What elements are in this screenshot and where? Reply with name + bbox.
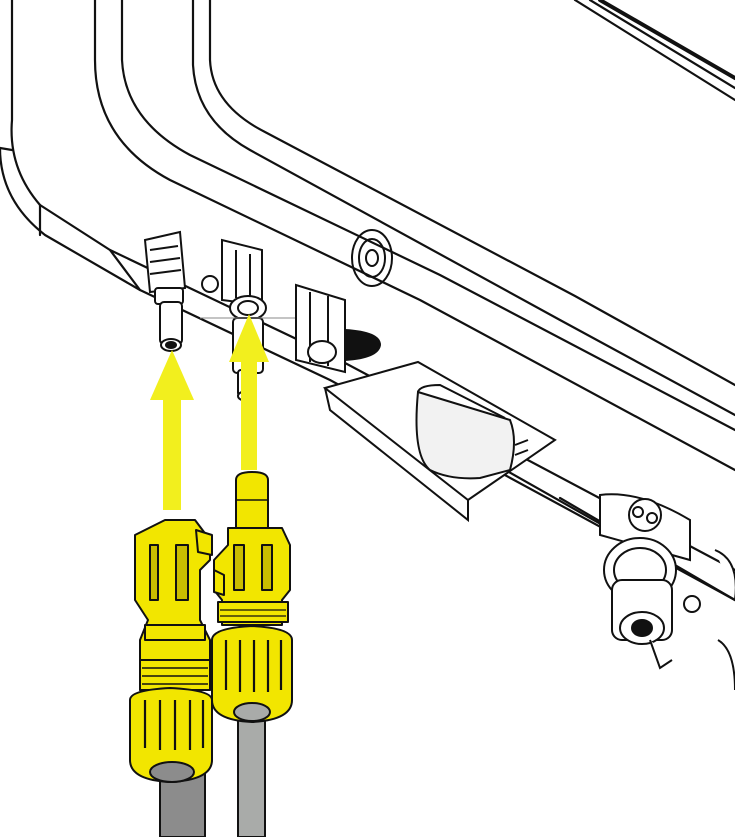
mc4-connector-left <box>129 519 213 783</box>
ac-output-port <box>599 493 735 691</box>
insert-arrow-left <box>150 350 194 510</box>
insert-arrow-right <box>229 314 269 470</box>
dc-input-minus <box>143 230 219 352</box>
housing-recess <box>322 360 557 523</box>
dc-input-extra <box>295 283 382 374</box>
pressure-vent <box>351 229 393 287</box>
cable-right <box>237 714 266 837</box>
mc4-connector-right <box>211 471 293 723</box>
